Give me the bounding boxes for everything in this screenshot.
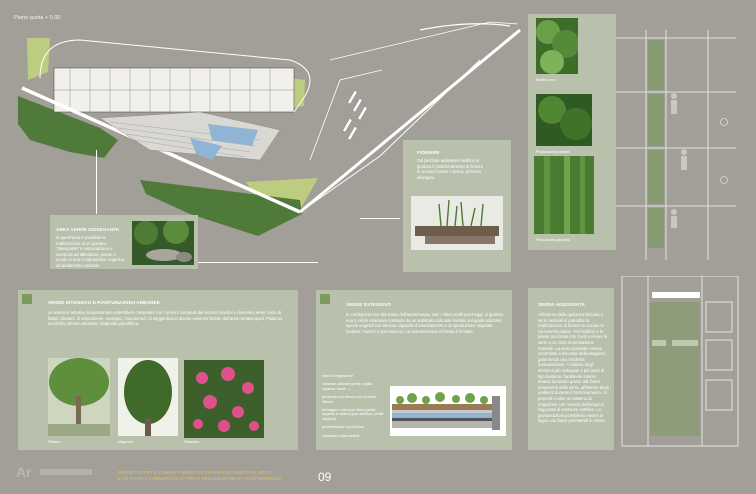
svg-text:Ar: Ar [16,464,32,480]
species-panel: Bambù nero Phyllostachys bissetii Pseudo… [528,14,616,250]
connector-line-east [360,218,400,219]
project-title: PROGETTO PER IL COMPLETAMENTO DI UN EDIF… [118,470,282,481]
estensivo-layers: strato di vegetazione substrato coltural… [322,374,386,438]
connector-line-west [96,150,97,214]
species-photo-3 [534,156,594,234]
lawn-area-west [27,38,50,80]
area-verde-photo [132,221,194,265]
arboree-photo-3 [184,360,264,438]
species-label-2: Phyllostachys bissetii [536,150,570,154]
building-grid [54,68,294,112]
arboree-title: VERDE INTENSIVO E PIANTUMAZIONI ARBOREE [48,300,160,305]
connector-line-mid [198,262,318,263]
arboree-photo-1 [48,358,110,436]
fioriere-title: FIORIERE [417,150,440,155]
area-verde-body: In quest'area è possibile la realizzazio… [56,235,124,268]
greenhouse-elevation [621,276,739,447]
greenhouse-section [616,30,736,260]
sheet-number: 09 [318,470,332,484]
project-title-line1: PROGETTO PER IL COMPLETAMENTO DI UN EDIF… [118,470,272,475]
layer-label: geomembrana di protezione [322,425,365,430]
species-photo-1 [536,18,578,74]
serra-body: All'interno della quota tra facciata e s… [538,312,609,424]
arboree-marker [22,294,32,304]
estensivo-body: In corrispondenza del solaio dell'autori… [346,312,504,334]
fioriere-render [411,196,503,250]
water-feature-1 [208,124,258,146]
plaza [99,111,281,161]
layer-label: strato di vegetazione [322,374,354,378]
area-verde-panel: AREA VERDE DISSEGANTA In quest'area è po… [50,215,198,269]
serra-panel: SERRA ADDOSSATA All'interno della quota … [528,288,614,450]
estensivo-title: VERDE ESTENSIVO [346,302,391,307]
green-belt-south [140,180,302,236]
layer-label: geotessile non tessuto con funzione filt… [322,395,376,404]
fioriere-body: Sul piazzale antistante l'edificio si ip… [417,158,484,180]
arboree-label-1: Platano [48,440,61,444]
layer-label: drenaggio e accumulo idrico (perlite esp… [322,408,384,421]
estensivo-marker [320,294,330,304]
arboree-label-2: Magnolia [118,440,133,444]
layer-label: membrana impermeabile [322,433,360,438]
studio-logo: Ar [16,464,92,480]
project-title-line2: E AD ATTIVITÀ COMMERCIALI E PER LA REALI… [118,475,282,481]
arboree-label-3: Oleandro [184,440,199,444]
parking-stalls [342,90,368,141]
arboree-body: Le essenze arboree da piantumare potrebb… [48,310,283,327]
layer-label: substrato colturale (perlite, argilla es… [322,382,372,391]
fioriere-panel: FIORIERE Sul piazzale antistante l'edifi… [403,140,511,272]
water-feature-2 [190,138,222,160]
species-photo-2 [536,94,592,146]
arboree-photo-2 [118,358,178,436]
species-label-3: Pseudosasa japonica [536,238,571,242]
serra-title: SERRA ADDOSSATA [538,302,585,307]
area-verde-title: AREA VERDE DISSEGANTA [56,227,120,232]
site-plan [18,21,521,236]
estensivo-panel: VERDE ESTENSIVO In corrispondenza del so… [316,290,512,450]
green-roof-section [390,386,506,436]
plan-title: Piano quota + 0.00 [14,15,61,21]
species-label-1: Bambù nero [536,78,556,82]
green-belt-west [18,96,118,158]
ramp-road [299,28,521,214]
arboree-panel: VERDE INTENSIVO E PIANTUMAZIONI ARBOREE … [18,290,298,450]
